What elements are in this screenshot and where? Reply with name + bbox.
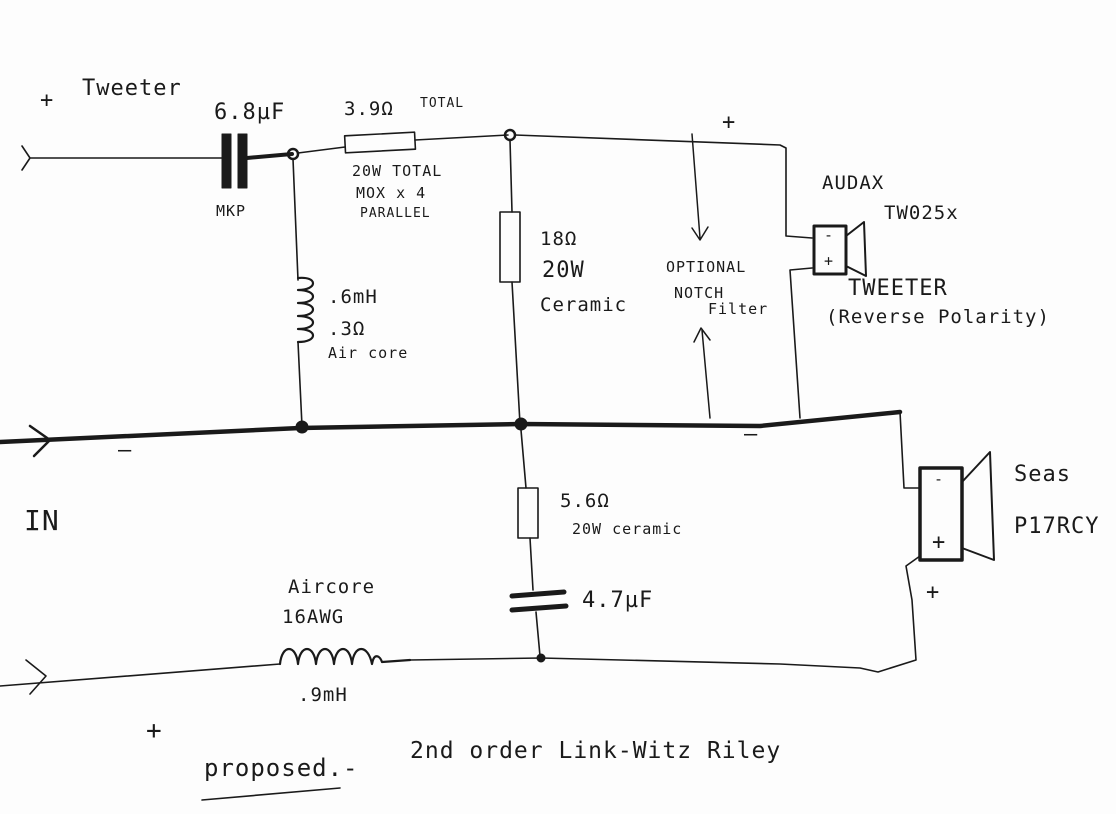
- wire: [899, 411, 921, 489]
- tweeter-plus-terminal: +: [824, 252, 835, 270]
- rail-minus-label: —: [744, 422, 759, 447]
- tweeter-plus-label: +: [40, 88, 55, 113]
- wire: [514, 134, 813, 239]
- wire: [297, 146, 346, 154]
- tweeter-brand-label: AUDAX: [822, 172, 885, 194]
- cap1-type-label: MKP: [216, 202, 247, 220]
- res2-type-label: Ceramic: [540, 294, 628, 316]
- ind1-res-label: .3Ω: [328, 318, 366, 340]
- wire: [535, 611, 541, 657]
- res2-value-label: 18Ω: [540, 228, 578, 250]
- capacitor-6-8uf: [221, 133, 294, 189]
- footer-description: 2nd order Link-Witz Riley: [410, 738, 782, 764]
- cap2-value-label: 4.7µF: [582, 588, 654, 613]
- wire: [292, 158, 299, 281]
- tweeter-polarity-note: (Reverse Polarity): [826, 306, 1050, 328]
- left-minus-label: —: [118, 438, 133, 463]
- woofer-speaker-symbol: [918, 451, 995, 562]
- res3-value-label: 5.6Ω: [560, 490, 610, 512]
- wire: [789, 267, 813, 419]
- woofer-brand-label: Seas: [1014, 462, 1071, 487]
- footer-underline: [201, 787, 341, 801]
- junction-node: [514, 417, 528, 431]
- inductor-0-9mh: [278, 647, 412, 666]
- woofer-input-arrow: [25, 659, 47, 695]
- wire: [0, 663, 281, 687]
- tweeter-input-wire: [21, 145, 223, 171]
- resistor-5-6-ohm: [517, 487, 539, 539]
- resistor-18-ohm: [499, 211, 521, 283]
- woofer-plus-label: +: [926, 580, 941, 605]
- ind1-type-label: Air core: [328, 344, 409, 362]
- woofer-minus-terminal: -: [934, 470, 945, 488]
- res1-note-line3: PARALLEL: [360, 206, 431, 221]
- tweeter-minus-terminal: -: [824, 226, 835, 244]
- ind1-value-label: .6mH: [328, 286, 378, 308]
- negative-rail: [0, 409, 903, 445]
- capacitor-4-7uf: [509, 589, 569, 613]
- ind2-value-label: .9mH: [298, 684, 348, 706]
- res1-note-line1: 20W TOTAL: [352, 162, 443, 180]
- in-label: IN: [24, 504, 60, 537]
- notch-arrow-up: [693, 327, 711, 419]
- cap1-value-label: 6.8µF: [214, 100, 286, 125]
- woofer-plus-terminal: +: [932, 530, 947, 555]
- woofer-model-label: P17RCY: [1014, 514, 1100, 539]
- bottom-plus-label: +: [146, 716, 163, 746]
- resistor-3-9-ohm: [343, 131, 417, 154]
- tweeter-model-label: TW025x: [884, 202, 959, 224]
- footer-proposed: proposed.-: [204, 754, 359, 782]
- res1-note-line2: MOX x 4: [356, 184, 427, 202]
- in-arrow-mid: [28, 424, 52, 458]
- notch-label-line3: Filter: [708, 300, 769, 318]
- ind2-type-label: Aircore: [288, 576, 376, 598]
- res3-type-label: 20W ceramic: [572, 520, 683, 538]
- notch-arrow-down: [691, 133, 709, 241]
- notch-label-line1: OPTIONAL: [666, 258, 747, 276]
- wire: [509, 139, 513, 213]
- notch-label-line2: NOTCH: [674, 284, 725, 302]
- tweeter-name-label: TWEETER: [848, 276, 948, 301]
- junction-node: [295, 420, 309, 434]
- wire: [529, 537, 534, 591]
- ind2-gauge-label: 16AWG: [282, 606, 345, 628]
- wire: [409, 555, 921, 673]
- wire: [297, 341, 303, 427]
- wire: [414, 134, 509, 141]
- tweeter-title-label: Tweeter: [82, 76, 182, 101]
- wire: [520, 429, 527, 489]
- top-plus-label: +: [722, 110, 737, 135]
- res1-total-label: TOTAL: [420, 96, 465, 111]
- tweeter-speaker-symbol: [812, 221, 867, 277]
- inductor-0-6mh: [296, 276, 315, 344]
- wire: [511, 281, 521, 425]
- res1-value-label: 3.9Ω: [344, 98, 394, 120]
- res2-power-label: 20W: [542, 258, 585, 283]
